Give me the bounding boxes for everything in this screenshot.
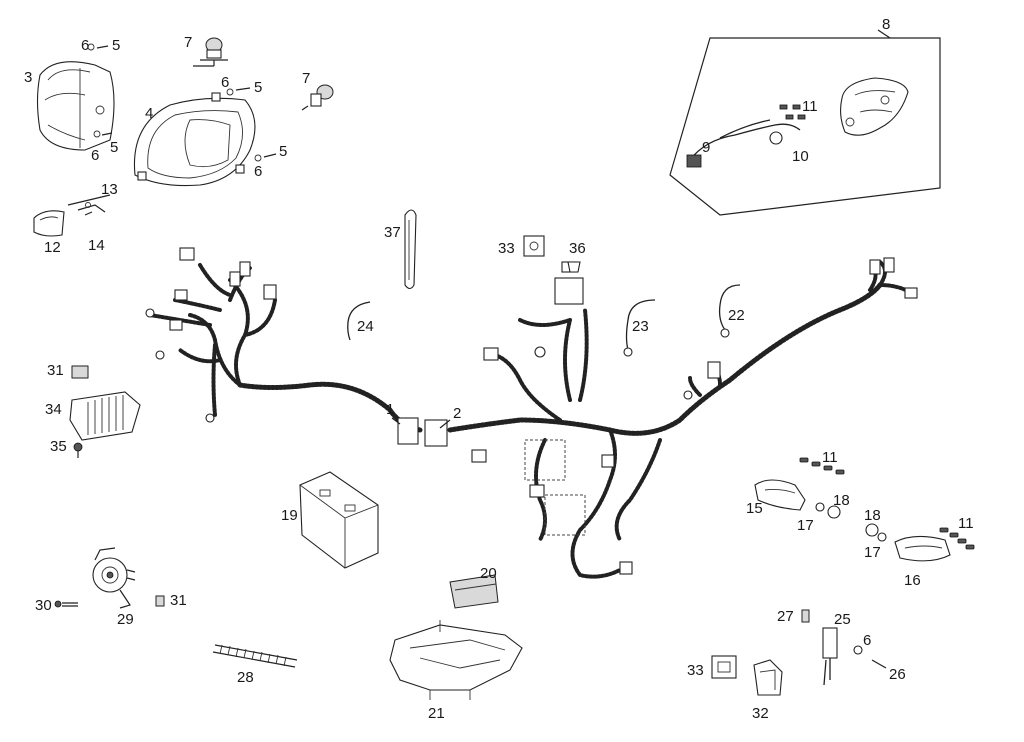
callout-23: 23 xyxy=(632,318,649,335)
callout-33b: 33 xyxy=(687,662,704,679)
stop-switch-25 xyxy=(822,627,887,686)
callout-10: 10 xyxy=(792,148,809,165)
callout-4: 4 xyxy=(145,105,153,122)
clip-31-left xyxy=(71,365,89,379)
callout-6a: 6 xyxy=(81,37,89,54)
turn-indicator-15 xyxy=(754,479,841,519)
callout-9: 9 xyxy=(702,139,710,156)
headlight-assembly xyxy=(133,92,256,187)
callout-34: 34 xyxy=(45,401,62,418)
callout-33a: 33 xyxy=(498,240,515,257)
position-light-lens xyxy=(33,194,111,237)
callout-22: 22 xyxy=(728,307,745,324)
callout-21: 21 xyxy=(428,705,445,722)
headlight-bulb-right xyxy=(301,84,334,111)
loose-cable-22 xyxy=(718,284,741,338)
callout-28: 28 xyxy=(237,669,254,686)
bolt-30 xyxy=(54,600,78,608)
callout-17a: 17 xyxy=(797,517,814,534)
callout-6b: 6 xyxy=(91,147,99,164)
relay-33-top xyxy=(523,235,545,257)
callout-31b: 31 xyxy=(170,592,187,609)
screw-35 xyxy=(73,442,83,458)
battery-tray-21 xyxy=(389,620,523,700)
leader-lines xyxy=(391,417,451,429)
callout-16: 16 xyxy=(904,572,921,589)
callout-31a: 31 xyxy=(47,362,64,379)
callout-8: 8 xyxy=(882,16,890,33)
callout-1: 1 xyxy=(386,401,394,418)
callout-11c: 11 xyxy=(958,515,974,532)
headlight-bulb-left xyxy=(193,37,228,67)
callout-3: 3 xyxy=(24,69,32,86)
callout-2: 2 xyxy=(453,405,461,422)
callout-6d: 6 xyxy=(254,163,262,180)
callout-19: 19 xyxy=(281,507,298,524)
indicator-bulbs-11 xyxy=(799,457,975,550)
callout-labels: 1 2 3 4 5 5 5 5 6 6 6 6 6 7 7 8 9 10 11 … xyxy=(24,16,974,722)
loose-cable-23 xyxy=(623,299,656,357)
callout-5b: 5 xyxy=(110,139,118,156)
callout-7b: 7 xyxy=(302,70,310,87)
callout-5d: 5 xyxy=(279,143,287,160)
fuse-holder-36 xyxy=(567,261,581,273)
clip-31-right xyxy=(155,595,165,607)
callout-29: 29 xyxy=(117,611,134,628)
callout-5a: 5 xyxy=(112,37,120,54)
voltage-regulator-34 xyxy=(69,391,141,441)
loose-cable-24 xyxy=(347,301,371,341)
screws-washers xyxy=(87,43,277,162)
callout-5c: 5 xyxy=(254,79,262,96)
callout-24: 24 xyxy=(357,318,374,335)
callout-27: 27 xyxy=(777,608,794,625)
callout-6c: 6 xyxy=(221,74,229,91)
callout-6e: 6 xyxy=(863,632,871,649)
callout-26: 26 xyxy=(889,666,906,683)
clip-27 xyxy=(801,609,810,623)
fuse-box-20 xyxy=(449,574,499,609)
callout-18b: 18 xyxy=(864,507,881,524)
relay-holder-32 xyxy=(753,659,783,696)
callout-30: 30 xyxy=(35,597,52,614)
callout-37: 37 xyxy=(384,224,401,241)
cable-tie-37 xyxy=(404,209,417,290)
callout-14: 14 xyxy=(88,237,105,254)
callout-32: 32 xyxy=(752,705,769,722)
callout-20: 20 xyxy=(480,565,497,582)
callout-7a: 7 xyxy=(184,34,192,51)
callout-36: 36 xyxy=(569,240,586,257)
callout-12: 12 xyxy=(44,239,61,256)
turn-indicator-16 xyxy=(865,523,951,562)
instrument-group-box xyxy=(669,29,941,216)
callout-11b: 11 xyxy=(822,449,838,466)
callout-15: 15 xyxy=(746,500,763,517)
callout-35: 35 xyxy=(50,438,67,455)
callout-18a: 18 xyxy=(833,492,850,509)
callout-13: 13 xyxy=(101,181,118,198)
callout-11a: 11 xyxy=(802,98,818,115)
spring-sleeve-28 xyxy=(212,644,298,668)
battery-19 xyxy=(299,471,379,569)
relay-33-bottom xyxy=(711,655,737,679)
callout-17b: 17 xyxy=(864,544,881,561)
callout-25: 25 xyxy=(834,611,851,628)
headlight-housing xyxy=(36,61,115,151)
horn-29 xyxy=(92,547,136,609)
